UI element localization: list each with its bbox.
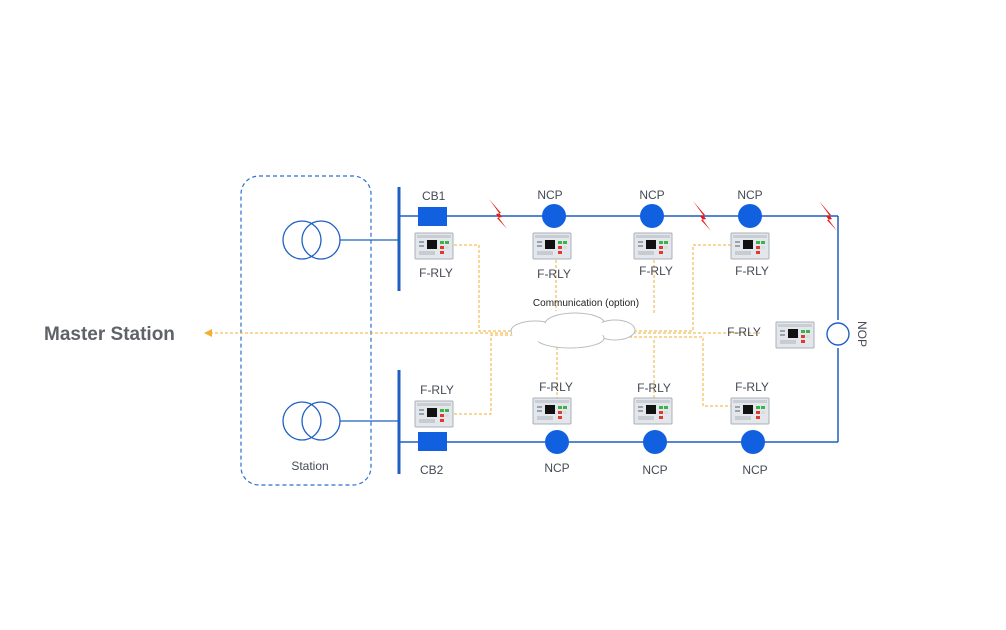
communication-label: Communication (option) [533, 298, 639, 309]
ncp-node-top-2 [640, 204, 664, 228]
relay-top-3 [633, 232, 673, 260]
nop-label: NOP [855, 321, 869, 347]
relay-top-1 [414, 232, 454, 260]
ncp-node-bottom-1 [545, 430, 569, 454]
ncp-node-bottom-3 [741, 430, 765, 454]
fault-bolt-1 [489, 199, 507, 229]
relay-label-top-3: F-RLY [639, 264, 673, 278]
ncp-label-top-2: NCP [639, 188, 664, 202]
transformer-bottom [282, 401, 341, 441]
relay-label-bottom-3: F-RLY [637, 381, 671, 395]
master-station-label: Master Station [44, 324, 175, 345]
relay-label-top-2: F-RLY [537, 267, 571, 281]
ncp-label-top-3: NCP [737, 188, 762, 202]
relay-top-4 [730, 232, 770, 260]
relay-label-top-4: F-RLY [735, 264, 769, 278]
breaker-cb2 [418, 432, 447, 451]
ncp-node-bottom-2 [643, 430, 667, 454]
relay-bottom-4 [730, 397, 770, 425]
ncp-node-top-3 [738, 204, 762, 228]
relay-label-top-1: F-RLY [419, 266, 453, 280]
master-station-arrow [204, 329, 212, 337]
communication-cloud [510, 312, 636, 349]
cb2-label: CB2 [420, 463, 444, 477]
relay-top-2 [532, 232, 572, 260]
relay-nop [775, 321, 815, 349]
relay-label-bottom-4: F-RLY [735, 380, 769, 394]
ncp-node-top-1 [542, 204, 566, 228]
relay-label-nop: F-RLY [727, 325, 761, 339]
relay-label-bottom-1: F-RLY [420, 383, 454, 397]
station-frame [240, 175, 372, 486]
ncp-label-top-1: NCP [537, 188, 562, 202]
cb1-label: CB1 [422, 189, 446, 203]
relay-bottom-2 [532, 397, 572, 425]
station-label: Station [291, 459, 328, 473]
ncp-label-bottom-1: NCP [544, 461, 569, 475]
breaker-cb1 [418, 207, 447, 226]
communication-lines [212, 244, 760, 415]
relay-bottom-1 [414, 400, 454, 428]
relay-bottom-3 [633, 397, 673, 425]
ncp-label-bottom-3: NCP [742, 463, 767, 477]
relay-label-bottom-2: F-RLY [539, 380, 573, 394]
transformer-top [282, 220, 341, 260]
nop-switch [826, 322, 850, 346]
ncp-label-bottom-2: NCP [642, 463, 667, 477]
